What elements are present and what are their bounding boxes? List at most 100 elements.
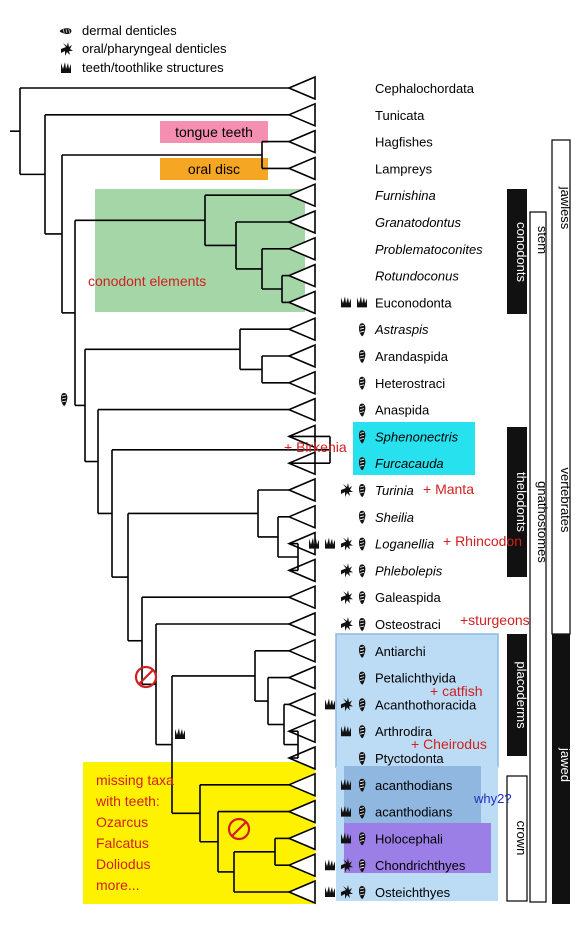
sturgeons-annotation: +sturgeons bbox=[460, 612, 530, 628]
teeth-node-icon bbox=[175, 728, 185, 739]
prohibited-sign-icon bbox=[134, 665, 158, 689]
oral-denticle-icon bbox=[341, 590, 353, 605]
dermal-denticle-icon bbox=[358, 322, 366, 337]
legend-teeth-label: teeth/toothlike structures bbox=[82, 60, 224, 75]
acanthodians-box bbox=[344, 766, 481, 826]
dermal-denticle-icon bbox=[59, 27, 72, 35]
taxon-label: Furcacauda bbox=[375, 456, 444, 471]
vertebrates-label: vertebrates bbox=[558, 467, 573, 533]
conodont-elements-box bbox=[95, 189, 305, 312]
missing-taxa-line: missing taxa bbox=[96, 772, 174, 788]
conodonts-bar bbox=[507, 189, 527, 314]
clade-triangle bbox=[286, 799, 316, 824]
jawed-label: jawed bbox=[558, 747, 573, 782]
clade-triangle bbox=[286, 611, 316, 637]
thelodonts-label: thelodonts bbox=[514, 472, 529, 532]
clade-triangle bbox=[286, 745, 316, 771]
jawed-bar bbox=[552, 634, 570, 904]
taxon-label: Problematoconites bbox=[375, 242, 483, 257]
clade-triangle bbox=[286, 504, 316, 530]
taxon-label: Sheilia bbox=[375, 510, 414, 525]
conodonts-label: conodonts bbox=[514, 222, 529, 282]
taxon-label: Hagfishes bbox=[375, 135, 433, 150]
taxon-label: Acanthothoracida bbox=[375, 697, 477, 712]
legend-dermal-label: dermal denticles bbox=[82, 23, 177, 38]
thelodonts-bar bbox=[507, 427, 527, 577]
dermal-denticle-icon bbox=[358, 349, 366, 364]
clade-triangle bbox=[286, 75, 316, 101]
clade-triangle bbox=[286, 236, 316, 262]
clade-triangle bbox=[286, 692, 316, 717]
crown-label: crown bbox=[514, 821, 529, 856]
taxon-label: Heterostraci bbox=[375, 376, 445, 391]
teeth-icon bbox=[341, 296, 351, 308]
prohibited-sign-icon bbox=[227, 817, 251, 841]
taxon-label: Ptyctodonta bbox=[375, 751, 444, 766]
clade-triangle bbox=[286, 343, 316, 369]
dermal-denticle-icon bbox=[358, 403, 366, 418]
dermal-denticle-icon bbox=[358, 564, 366, 578]
dermal-denticle-icon bbox=[358, 617, 366, 632]
clade-triangle bbox=[286, 397, 316, 422]
taxon-label: Phlebolepis bbox=[375, 563, 443, 578]
taxon-label: Tunicata bbox=[375, 108, 425, 123]
taxon-label: Furnishina bbox=[375, 188, 436, 203]
oral-disc-box bbox=[160, 158, 268, 180]
taxon-label: Astraspis bbox=[374, 322, 429, 337]
clade-triangle bbox=[286, 558, 316, 583]
clade-triangle bbox=[286, 263, 316, 288]
teeth-icon bbox=[325, 859, 335, 871]
oral-denticle-icon bbox=[341, 536, 353, 551]
clade-triangle bbox=[286, 826, 316, 851]
missing-taxa-line: Falcatus bbox=[96, 835, 149, 851]
gnathostomes-bar bbox=[529, 211, 547, 903]
teeth-icon bbox=[325, 537, 335, 549]
clade-triangle bbox=[286, 102, 316, 128]
crown-bar bbox=[506, 775, 528, 902]
taxon-labels: CephalochordataTunicataHagfishesLampreys… bbox=[374, 81, 483, 900]
dermal-denticle-icon bbox=[358, 537, 366, 551]
taxon-label: Lampreys bbox=[375, 161, 433, 176]
clade-triangle bbox=[286, 772, 316, 798]
oral-denticle-icon bbox=[61, 42, 73, 56]
clade-triangle bbox=[286, 638, 316, 664]
oral-disc-label: oral disc bbox=[188, 161, 240, 177]
sphenonectris-box bbox=[353, 422, 475, 475]
clade-triangle bbox=[286, 879, 316, 905]
clade-triangle bbox=[286, 718, 316, 744]
missing-taxa-box bbox=[83, 762, 315, 904]
gnathostomes-label: gnathostomes bbox=[535, 481, 550, 563]
birkenia-annotation: + Birkenia bbox=[284, 439, 347, 455]
teeth-icon bbox=[325, 698, 335, 710]
taxon-label: Antiarchi bbox=[375, 644, 426, 659]
missing-taxa-line: Doliodus bbox=[96, 856, 150, 872]
stem-label: stem bbox=[535, 226, 550, 254]
why2-annotation: why2? bbox=[473, 791, 512, 806]
taxon-label: Osteostraci bbox=[375, 617, 441, 632]
clade-triangle bbox=[286, 316, 316, 342]
clade-triangle bbox=[286, 209, 316, 235]
tongue-teeth-box bbox=[160, 121, 268, 143]
oral-denticle-icon bbox=[341, 617, 353, 631]
oral-denticle-icon bbox=[341, 483, 353, 497]
taxon-label: Turinia bbox=[375, 483, 414, 498]
placoderms-bar bbox=[507, 634, 527, 756]
taxon-label: Holocephali bbox=[375, 831, 443, 846]
dermal-denticle-icon bbox=[358, 510, 366, 525]
legend: dermal denticles oral/pharyngeal denticl… bbox=[59, 23, 227, 75]
taxon-label: acanthodians bbox=[375, 778, 453, 793]
taxon-label: Galeaspida bbox=[375, 590, 442, 605]
conodont-elements-label: conodont elements bbox=[88, 273, 206, 289]
rhincodon-annotation: + Rhincodon bbox=[443, 533, 522, 549]
dermal-denticle-icon bbox=[358, 376, 366, 391]
placoderms-label: placoderms bbox=[514, 661, 529, 729]
clade-triangle bbox=[286, 129, 316, 154]
taxon-label: Rotundoconus bbox=[375, 269, 459, 284]
clade-triangle bbox=[286, 852, 316, 878]
phylogenetic-tree bbox=[10, 75, 331, 905]
taxon-label: Arthrodira bbox=[375, 724, 433, 739]
cheirodus-annotation: + Cheirodus bbox=[411, 736, 487, 752]
legend-oral-label: oral/pharyngeal denticles bbox=[82, 41, 227, 56]
oral-denticle-icon bbox=[341, 563, 353, 578]
